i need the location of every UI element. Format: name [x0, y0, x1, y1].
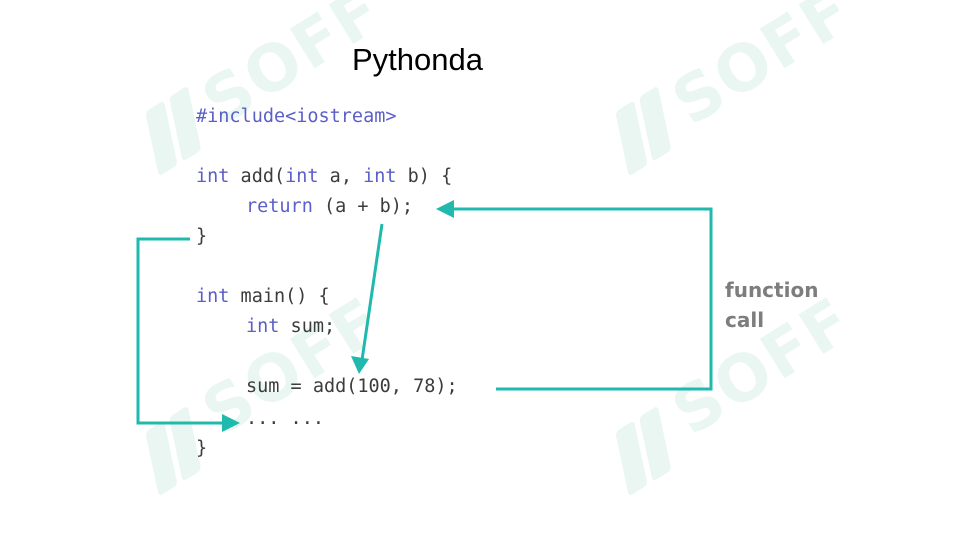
code-text: main() {: [229, 286, 330, 307]
code-keyword: int: [246, 316, 280, 337]
code-keyword: int: [196, 166, 230, 187]
code-text: a,: [318, 166, 364, 187]
function-call-label: function call: [725, 275, 835, 335]
code-line-main: int main() {: [196, 282, 330, 312]
page-title: Pythonda: [352, 42, 483, 77]
return-flow-arrowhead-icon: [222, 414, 240, 432]
code-line-include: #include<iostream>: [196, 102, 396, 132]
code-line-sum-decl: int sum;: [246, 312, 335, 342]
code-keyword: int: [363, 166, 397, 187]
code-text: }: [196, 438, 208, 459]
code-keyword: int: [285, 166, 319, 187]
call-arrowhead-icon: [436, 200, 454, 218]
return-value-arrowhead-icon: [351, 356, 369, 374]
code-text: sum = add(100, 78);: [246, 376, 458, 397]
code-line-return: return (a + b);: [246, 192, 413, 222]
code-text: sum;: [279, 316, 336, 337]
code-line-close-main: }: [196, 434, 207, 464]
code-text: ... ...: [246, 408, 324, 429]
code-line-sum-call: sum = add(100, 78);: [246, 372, 458, 402]
code-line-add-signature: int add(int a, int b) {: [196, 162, 452, 192]
code-keyword: return: [246, 196, 313, 217]
code-keyword: int: [196, 286, 230, 307]
function-call-label-line1: function: [725, 278, 819, 302]
code-text: b) {: [396, 166, 453, 187]
code-text: (a + b);: [312, 196, 414, 217]
function-call-label-line2: call: [725, 308, 765, 332]
code-line-ellipsis: ... ...: [246, 404, 324, 434]
return-flow-arrow: [136, 237, 222, 425]
code-text: }: [196, 226, 208, 247]
call-arrow: [452, 207, 713, 391]
return-value-arrow: [360, 223, 384, 361]
code-include-text: #include<iostream>: [196, 106, 397, 127]
code-line-close-add: }: [196, 222, 207, 252]
code-text: add(: [229, 166, 286, 187]
